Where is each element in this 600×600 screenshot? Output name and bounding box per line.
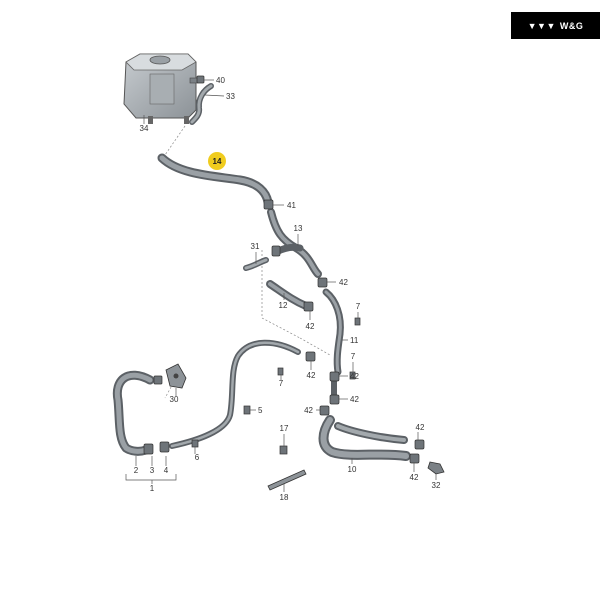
callout-30: 30 [170, 395, 179, 404]
hoses [112, 83, 411, 461]
callout-13: 13 [294, 224, 303, 233]
callout-31: 31 [251, 242, 260, 251]
expansion-tank-34 [123, 53, 199, 124]
callout-3: 3 [150, 466, 155, 475]
bolt-7c [277, 367, 284, 376]
callout-42c: 42 [307, 371, 316, 380]
callout-33: 33 [226, 92, 235, 101]
callout-17: 17 [280, 424, 289, 433]
callout-42b: 42 [306, 322, 315, 331]
callout-42g: 42 [416, 423, 425, 432]
clamp-42e [329, 394, 340, 405]
clamp-42c [305, 351, 316, 362]
callout-18: 18 [280, 493, 289, 502]
callout-14: 14 [213, 157, 222, 166]
brand-name: W&G [559, 20, 584, 31]
clamps [143, 75, 425, 464]
callout-2: 2 [134, 466, 139, 475]
clamp-42a [317, 277, 328, 288]
clamp-42h [409, 453, 420, 464]
guide-lines [164, 125, 331, 399]
callout-42h: 42 [410, 473, 419, 482]
bolt-6 [191, 439, 199, 448]
callout-32: 32 [432, 481, 441, 490]
callout-40: 40 [216, 76, 225, 85]
callout-42e: 42 [350, 395, 359, 404]
callout-42f: 42 [304, 406, 313, 415]
clamp-42f [319, 405, 330, 416]
fitting-32 [427, 461, 445, 475]
callout-7b: 7 [351, 352, 356, 361]
bolt-7b [349, 371, 356, 380]
callout-4: 4 [164, 466, 169, 475]
brand-badge: ▼▼▼ W&G [511, 12, 600, 39]
clamp-41 [263, 199, 274, 210]
callout-5: 5 [258, 406, 263, 415]
bracket-30 [165, 363, 187, 389]
bolt-17 [279, 445, 288, 455]
part-18 [267, 469, 307, 491]
leader-lines [125, 79, 437, 492]
clamp-42b [303, 301, 314, 312]
bolt-7a [354, 317, 361, 326]
callout-1: 1 [150, 484, 155, 493]
clamp-42d [329, 371, 340, 382]
callout-12: 12 [279, 301, 288, 310]
callout-7c: 7 [279, 379, 284, 388]
callout-11: 11 [350, 336, 359, 345]
callout-42a: 42 [339, 278, 348, 287]
callout-42d: 42 [350, 372, 359, 381]
callout-10: 10 [348, 465, 357, 474]
callout-34: 34 [140, 124, 149, 133]
callout-41: 41 [287, 201, 296, 210]
brand-logo-icon: ▼▼▼ [527, 20, 556, 31]
clamp-42g [414, 439, 425, 450]
bolt-5 [243, 405, 251, 415]
callout-7a: 7 [356, 302, 361, 311]
callout-labels: 40 33 34 14 41 13 31 42 12 42 7 11 7 42 … [134, 76, 441, 502]
clamp-40 [196, 75, 205, 84]
highlight-marker-14 [208, 152, 226, 170]
callout-6: 6 [195, 453, 200, 462]
